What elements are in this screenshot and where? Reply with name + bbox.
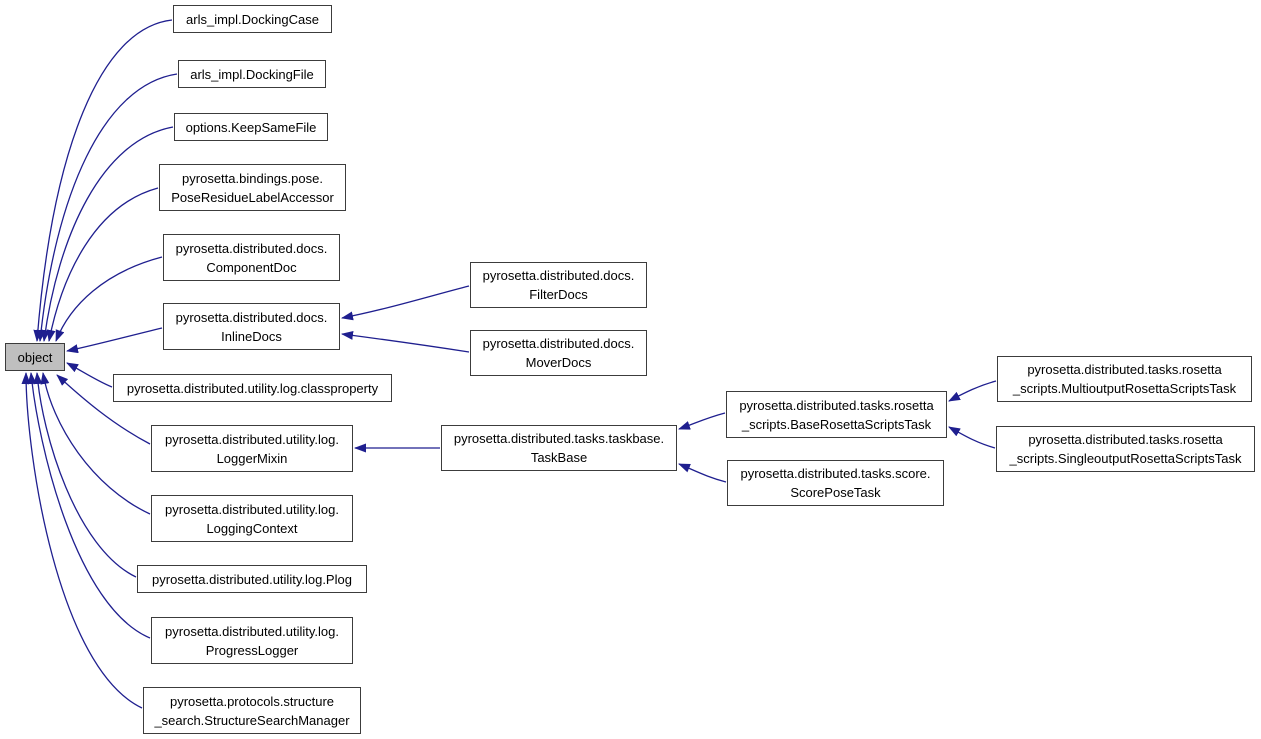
node-plog[interactable]: pyrosetta.distributed.utility.log.Plog: [137, 565, 367, 593]
node-label: arls_impl.DockingFile: [190, 66, 314, 82]
node-label: LoggingContext: [206, 520, 298, 536]
edge-scoreposetask-taskbase: [678, 463, 727, 483]
node-singleoutputrosettascriptstask[interactable]: pyrosetta.distributed.tasks.rosetta _scr…: [996, 426, 1255, 472]
node-label: pyrosetta.distributed.utility.log.classp…: [126, 380, 379, 396]
edge-inlinedocs-object: [66, 327, 163, 354]
edge-dockingfile-object: [36, 73, 178, 342]
node-loggingcontext[interactable]: pyrosetta.distributed.utility.log. Loggi…: [151, 495, 353, 542]
node-label: ScorePoseTask: [790, 485, 881, 500]
node-progresslogger[interactable]: pyrosetta.distributed.utility.log. Progr…: [151, 617, 353, 664]
node-label: arls_impl.DockingCase: [186, 11, 319, 27]
node-label: ComponentDoc: [206, 259, 297, 275]
edge-poseresiduelabelaccessor-object: [46, 187, 159, 342]
edge-loggermixin-object: [56, 374, 151, 445]
edge-progresslogger-object: [27, 372, 151, 639]
edge-plog-object: [33, 372, 137, 578]
node-label: pyrosetta.distributed.tasks.rosetta: [739, 397, 934, 413]
edge-multioutputrosettascriptstask-baserosettascriptstask: [948, 380, 997, 402]
node-label: _search.StructureSearchManager: [154, 712, 350, 728]
node-label: TaskBase: [530, 450, 588, 465]
node-arls-impl-dockingfile[interactable]: arls_impl.DockingFile: [178, 60, 326, 88]
node-moverdocs[interactable]: pyrosetta.distributed.docs. MoverDocs: [470, 330, 647, 376]
node-filterdocs[interactable]: pyrosetta.distributed.docs. FilterDocs: [470, 262, 647, 308]
edge-classproperty-object: [66, 362, 113, 388]
node-poseresiduelabelaccessor[interactable]: pyrosetta.bindings.pose. PoseResidueLabe…: [159, 164, 346, 211]
node-label: pyrosetta.distributed.utility.log.: [165, 431, 339, 447]
node-loggermixin[interactable]: pyrosetta.distributed.utility.log. Logge…: [151, 425, 353, 472]
edge-structuresearchmanager-object: [21, 372, 143, 709]
node-label: pyrosetta.distributed.docs.: [175, 240, 328, 256]
node-label: pyrosetta.distributed.utility.log.: [165, 501, 339, 517]
node-label: pyrosetta.distributed.docs.: [482, 268, 635, 283]
node-label: pyrosetta.distributed.docs.: [175, 309, 328, 325]
node-label: pyrosetta.distributed.tasks.rosetta: [1028, 432, 1223, 447]
node-baserosettascriptstask[interactable]: pyrosetta.distributed.tasks.rosetta _scr…: [726, 391, 947, 438]
node-label: object: [17, 349, 53, 365]
edge-componentdoc-object: [55, 256, 163, 342]
node-label: FilterDocs: [529, 287, 588, 302]
node-structuresearchmanager[interactable]: pyrosetta.protocols.structure _search.St…: [143, 687, 361, 734]
node-label: _scripts.BaseRosettaScriptsTask: [741, 416, 932, 432]
node-label: _scripts.SingleoutputRosettaScriptsTask: [1009, 451, 1242, 466]
node-label: pyrosetta.distributed.tasks.rosetta: [1027, 362, 1222, 377]
node-componentdoc[interactable]: pyrosetta.distributed.docs. ComponentDoc: [163, 234, 340, 281]
node-label: pyrosetta.bindings.pose.: [182, 170, 323, 186]
edge-keepsamefile-object: [40, 126, 174, 342]
node-scoreposetask[interactable]: pyrosetta.distributed.tasks.score. Score…: [727, 460, 944, 506]
node-label: pyrosetta.distributed.utility.log.Plog: [152, 571, 352, 587]
node-label: MoverDocs: [525, 355, 592, 370]
node-label: _scripts.MultioutputRosettaScriptsTask: [1012, 381, 1237, 396]
node-label: LoggerMixin: [216, 450, 288, 466]
edge-loggingcontext-object: [40, 372, 151, 515]
node-label: pyrosetta.distributed.utility.log.: [165, 623, 339, 639]
node-label: PoseResidueLabelAccessor: [171, 189, 334, 205]
node-label: pyrosetta.distributed.tasks.score.: [740, 466, 931, 481]
node-object: object: [5, 343, 65, 371]
node-taskbase[interactable]: pyrosetta.distributed.tasks.taskbase. Ta…: [441, 425, 677, 471]
node-arls-impl-dockingcase[interactable]: arls_impl.DockingCase: [173, 5, 332, 33]
edge-dockingcase-object: [33, 19, 173, 342]
node-label: pyrosetta.protocols.structure: [169, 693, 335, 709]
node-multioutputrosettascriptstask[interactable]: pyrosetta.distributed.tasks.rosetta _scr…: [997, 356, 1252, 402]
edge-singleoutputrosettascriptstask-baserosettascriptstask: [948, 426, 996, 449]
node-label: options.KeepSameFile: [185, 119, 317, 135]
node-label: InlineDocs: [221, 328, 282, 344]
node-classproperty[interactable]: pyrosetta.distributed.utility.log.classp…: [113, 374, 392, 402]
node-label: pyrosetta.distributed.tasks.taskbase.: [453, 431, 665, 446]
edge-filterdocs-inlinedocs: [341, 285, 470, 321]
node-inlinedocs[interactable]: pyrosetta.distributed.docs. InlineDocs: [163, 303, 340, 350]
node-label: ProgressLogger: [205, 642, 299, 658]
node-label: pyrosetta.distributed.docs.: [482, 336, 635, 351]
edge-baserosettascriptstask-taskbase: [678, 412, 726, 430]
node-options-keepsamefile[interactable]: options.KeepSameFile: [174, 113, 328, 141]
edge-moverdocs-inlinedocs: [341, 330, 470, 353]
